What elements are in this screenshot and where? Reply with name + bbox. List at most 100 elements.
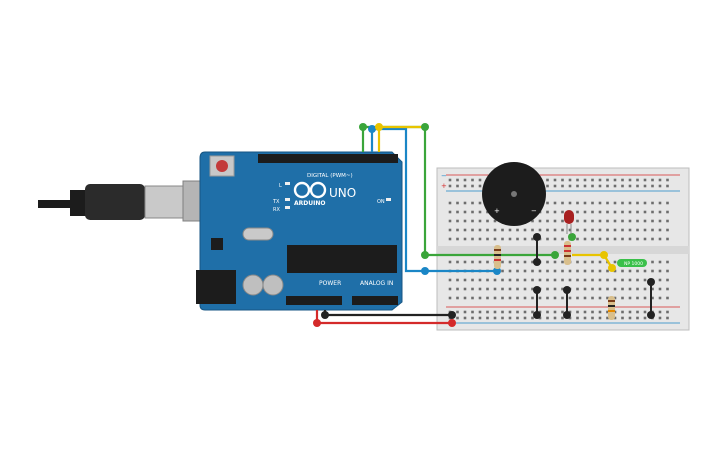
wire-end[interactable] [647,311,655,319]
breadboard-hole[interactable] [658,228,662,232]
breadboard-hole[interactable] [546,278,549,282]
breadboard-hole[interactable] [478,184,482,188]
wire-end[interactable] [359,123,367,131]
sensor-component[interactable]: NP 1000 [617,259,647,267]
breadboard-hole[interactable] [471,296,474,300]
breadboard-hole[interactable] [486,278,489,282]
breadboard-hole[interactable] [621,278,624,282]
breadboard-hole[interactable] [666,278,669,282]
breadboard-hole[interactable] [508,237,512,241]
breadboard-hole[interactable] [516,269,519,273]
breadboard-hole[interactable] [448,278,452,282]
breadboard-hole[interactable] [628,201,632,205]
breadboard-hole[interactable] [613,219,617,223]
breadboard-hole[interactable] [583,260,587,264]
breadboard-hole[interactable] [598,210,602,214]
breadboard-hole[interactable] [471,310,474,314]
breadboard-hole[interactable] [538,316,542,320]
breadboard-hole[interactable] [651,269,654,273]
breadboard-hole[interactable] [523,269,527,273]
wire-end[interactable] [375,123,383,131]
breadboard-hole[interactable] [493,296,497,300]
breadboard-hole[interactable] [613,178,617,182]
breadboard-hole[interactable] [636,269,639,273]
wire-end[interactable] [533,311,541,319]
breadboard-hole[interactable] [576,278,579,282]
breadboard-hole[interactable] [643,269,647,273]
breadboard-hole[interactable] [561,237,564,241]
breadboard-hole[interactable] [576,184,579,188]
breadboard-hole[interactable] [643,219,647,223]
breadboard-hole[interactable] [598,310,602,314]
breadboard-hole[interactable] [531,287,534,291]
wire-end[interactable] [313,319,321,327]
breadboard-hole[interactable] [628,269,632,273]
wire-end[interactable] [600,251,608,259]
breadboard-hole[interactable] [508,228,512,232]
breadboard-hole[interactable] [628,278,632,282]
breadboard-hole[interactable] [546,228,549,232]
breadboard-hole[interactable] [501,237,504,241]
breadboard-hole[interactable] [628,210,632,214]
breadboard-hole[interactable] [576,287,579,291]
breadboard-hole[interactable] [591,219,594,223]
breadboard-hole[interactable] [456,219,459,223]
red-led[interactable] [564,210,574,234]
breadboard-hole[interactable] [456,237,459,241]
breadboard-hole[interactable] [606,310,609,314]
breadboard-hole[interactable] [598,237,602,241]
breadboard-hole[interactable] [448,228,452,232]
breadboard-hole[interactable] [448,287,452,291]
breadboard-hole[interactable] [576,296,579,300]
breadboard-hole[interactable] [606,269,609,273]
breadboard-hole[interactable] [651,210,654,214]
breadboard-hole[interactable] [546,287,549,291]
breadboard-hole[interactable] [666,316,669,320]
breadboard-hole[interactable] [553,201,557,205]
breadboard-hole[interactable] [531,237,534,241]
breadboard-hole[interactable] [628,296,632,300]
breadboard-hole[interactable] [501,278,504,282]
breadboard-hole[interactable] [583,178,587,182]
breadboard-hole[interactable] [613,269,617,273]
breadboard-hole[interactable] [456,184,459,188]
breadboard-hole[interactable] [583,201,587,205]
breadboard-hole[interactable] [583,219,587,223]
breadboard-hole[interactable] [493,310,497,314]
breadboard-hole[interactable] [531,219,534,223]
breadboard-hole[interactable] [666,178,669,182]
breadboard-hole[interactable] [666,184,669,188]
breadboard-hole[interactable] [568,310,572,314]
breadboard-hole[interactable] [561,184,564,188]
breadboard-hole[interactable] [658,278,662,282]
breadboard-hole[interactable] [538,278,542,282]
breadboard-hole[interactable] [621,178,624,182]
breadboard-hole[interactable] [501,260,504,264]
breadboard-hole[interactable] [658,210,662,214]
breadboard-hole[interactable] [621,184,624,188]
breadboard-hole[interactable] [576,260,579,264]
breadboard-hole[interactable] [598,184,602,188]
breadboard-hole[interactable] [546,316,549,320]
breadboard-hole[interactable] [606,178,609,182]
breadboard-hole[interactable] [651,228,654,232]
breadboard-hole[interactable] [531,310,534,314]
breadboard-hole[interactable] [478,287,482,291]
breadboard-hole[interactable] [598,316,602,320]
breadboard-hole[interactable] [651,201,654,205]
breadboard-hole[interactable] [478,310,482,314]
breadboard-hole[interactable] [478,260,482,264]
breadboard-hole[interactable] [486,237,489,241]
breadboard-hole[interactable] [636,296,639,300]
breadboard-hole[interactable] [531,316,534,320]
breadboard-hole[interactable] [553,316,557,320]
breadboard-hole[interactable] [516,296,519,300]
breadboard-hole[interactable] [628,237,632,241]
breadboard-hole[interactable] [448,260,452,264]
breadboard-hole[interactable] [583,278,587,282]
breadboard-hole[interactable] [658,201,662,205]
breadboard-hole[interactable] [471,201,474,205]
breadboard-hole[interactable] [568,269,572,273]
wire-black[interactable] [323,310,452,317]
breadboard-hole[interactable] [613,296,617,300]
